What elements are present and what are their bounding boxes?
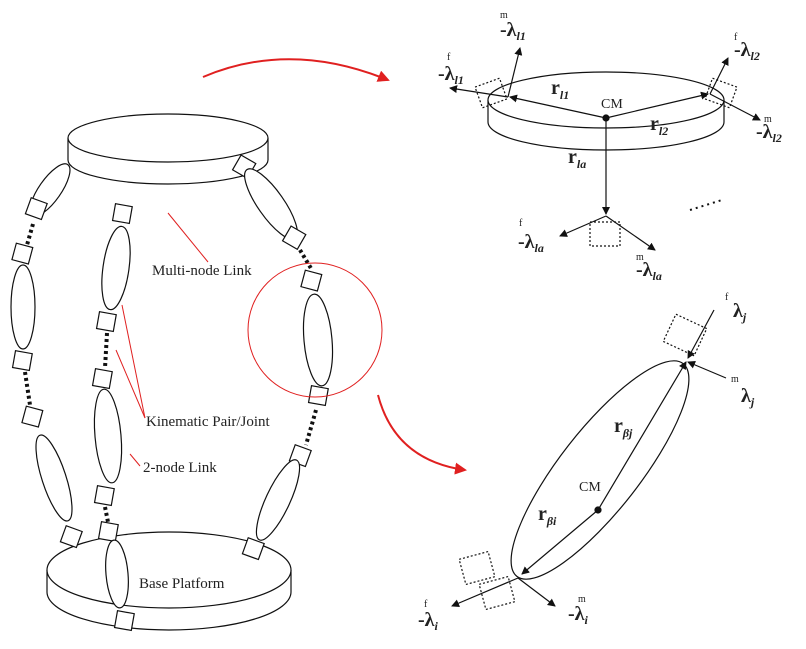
- leg-2: [91, 203, 135, 632]
- leg-3: [231, 154, 334, 561]
- r-l2-label: rl2: [650, 113, 668, 138]
- label-multi-node-link: Multi-node Link: [152, 263, 252, 279]
- r-bi-label: rβi: [538, 503, 557, 528]
- mechanism-overview: [10, 58, 467, 632]
- lam-m-l2: -λl2: [756, 121, 782, 145]
- lam-f-l2-pre: f: [734, 32, 738, 43]
- lam-f-i-pre: f: [424, 599, 428, 610]
- multi-node-detail: [449, 47, 761, 251]
- label-two-node-link: 2-node Link: [143, 460, 217, 476]
- lam-f-l2: -λl2: [734, 39, 760, 63]
- red-arrow-bottom: [377, 394, 467, 475]
- lam-m-j-pre: m: [731, 374, 739, 385]
- r-bj-label: rβj: [614, 415, 633, 440]
- multi-node-labels: CM rl1 rl2 rla f -λl1 m -λl1 f -λl2 m -λ…: [438, 10, 782, 283]
- lam-m-j: λj: [741, 385, 755, 409]
- lam-f-j: λj: [733, 300, 747, 324]
- lam-f-i: -λi: [418, 609, 439, 633]
- lam-f-la-pre: f: [519, 218, 523, 229]
- annotation-leaders: [115, 212, 383, 467]
- lam-f-la: -λla: [518, 231, 544, 255]
- lam-m-l1: -λl1: [500, 19, 526, 43]
- r-la-label: rla: [568, 146, 586, 171]
- lam-m-i-pre: m: [578, 594, 586, 605]
- red-arrow-top: [202, 58, 390, 82]
- cm-label-top: CM: [601, 97, 623, 112]
- label-kinematic-pair: Kinematic Pair/Joint: [146, 414, 271, 430]
- lam-m-la: -λla: [636, 259, 662, 283]
- zoom-circle: [247, 262, 383, 398]
- lam-f-l1-pre: f: [447, 52, 451, 63]
- lam-m-l2-pre: m: [764, 114, 772, 125]
- two-node-detail: [451, 309, 727, 611]
- cm-dot-bottom: [594, 506, 602, 514]
- two-node-labels: CM rβj rβi f λj m λj f -λi m -λi: [418, 292, 755, 633]
- lam-m-la-pre: m: [636, 252, 644, 263]
- lam-m-l1-pre: m: [500, 10, 508, 21]
- cm-dot-top: [602, 114, 610, 122]
- label-base-platform: Base Platform: [139, 576, 225, 592]
- cm-label-bottom: CM: [579, 480, 601, 495]
- r-l1-label: rl1: [551, 77, 569, 102]
- lam-f-l1: -λl1: [438, 63, 464, 87]
- lam-f-j-pre: f: [725, 292, 729, 303]
- lam-m-i: -λi: [568, 603, 589, 627]
- multi-node-link-disk: [67, 113, 269, 185]
- leg-1: [10, 163, 83, 549]
